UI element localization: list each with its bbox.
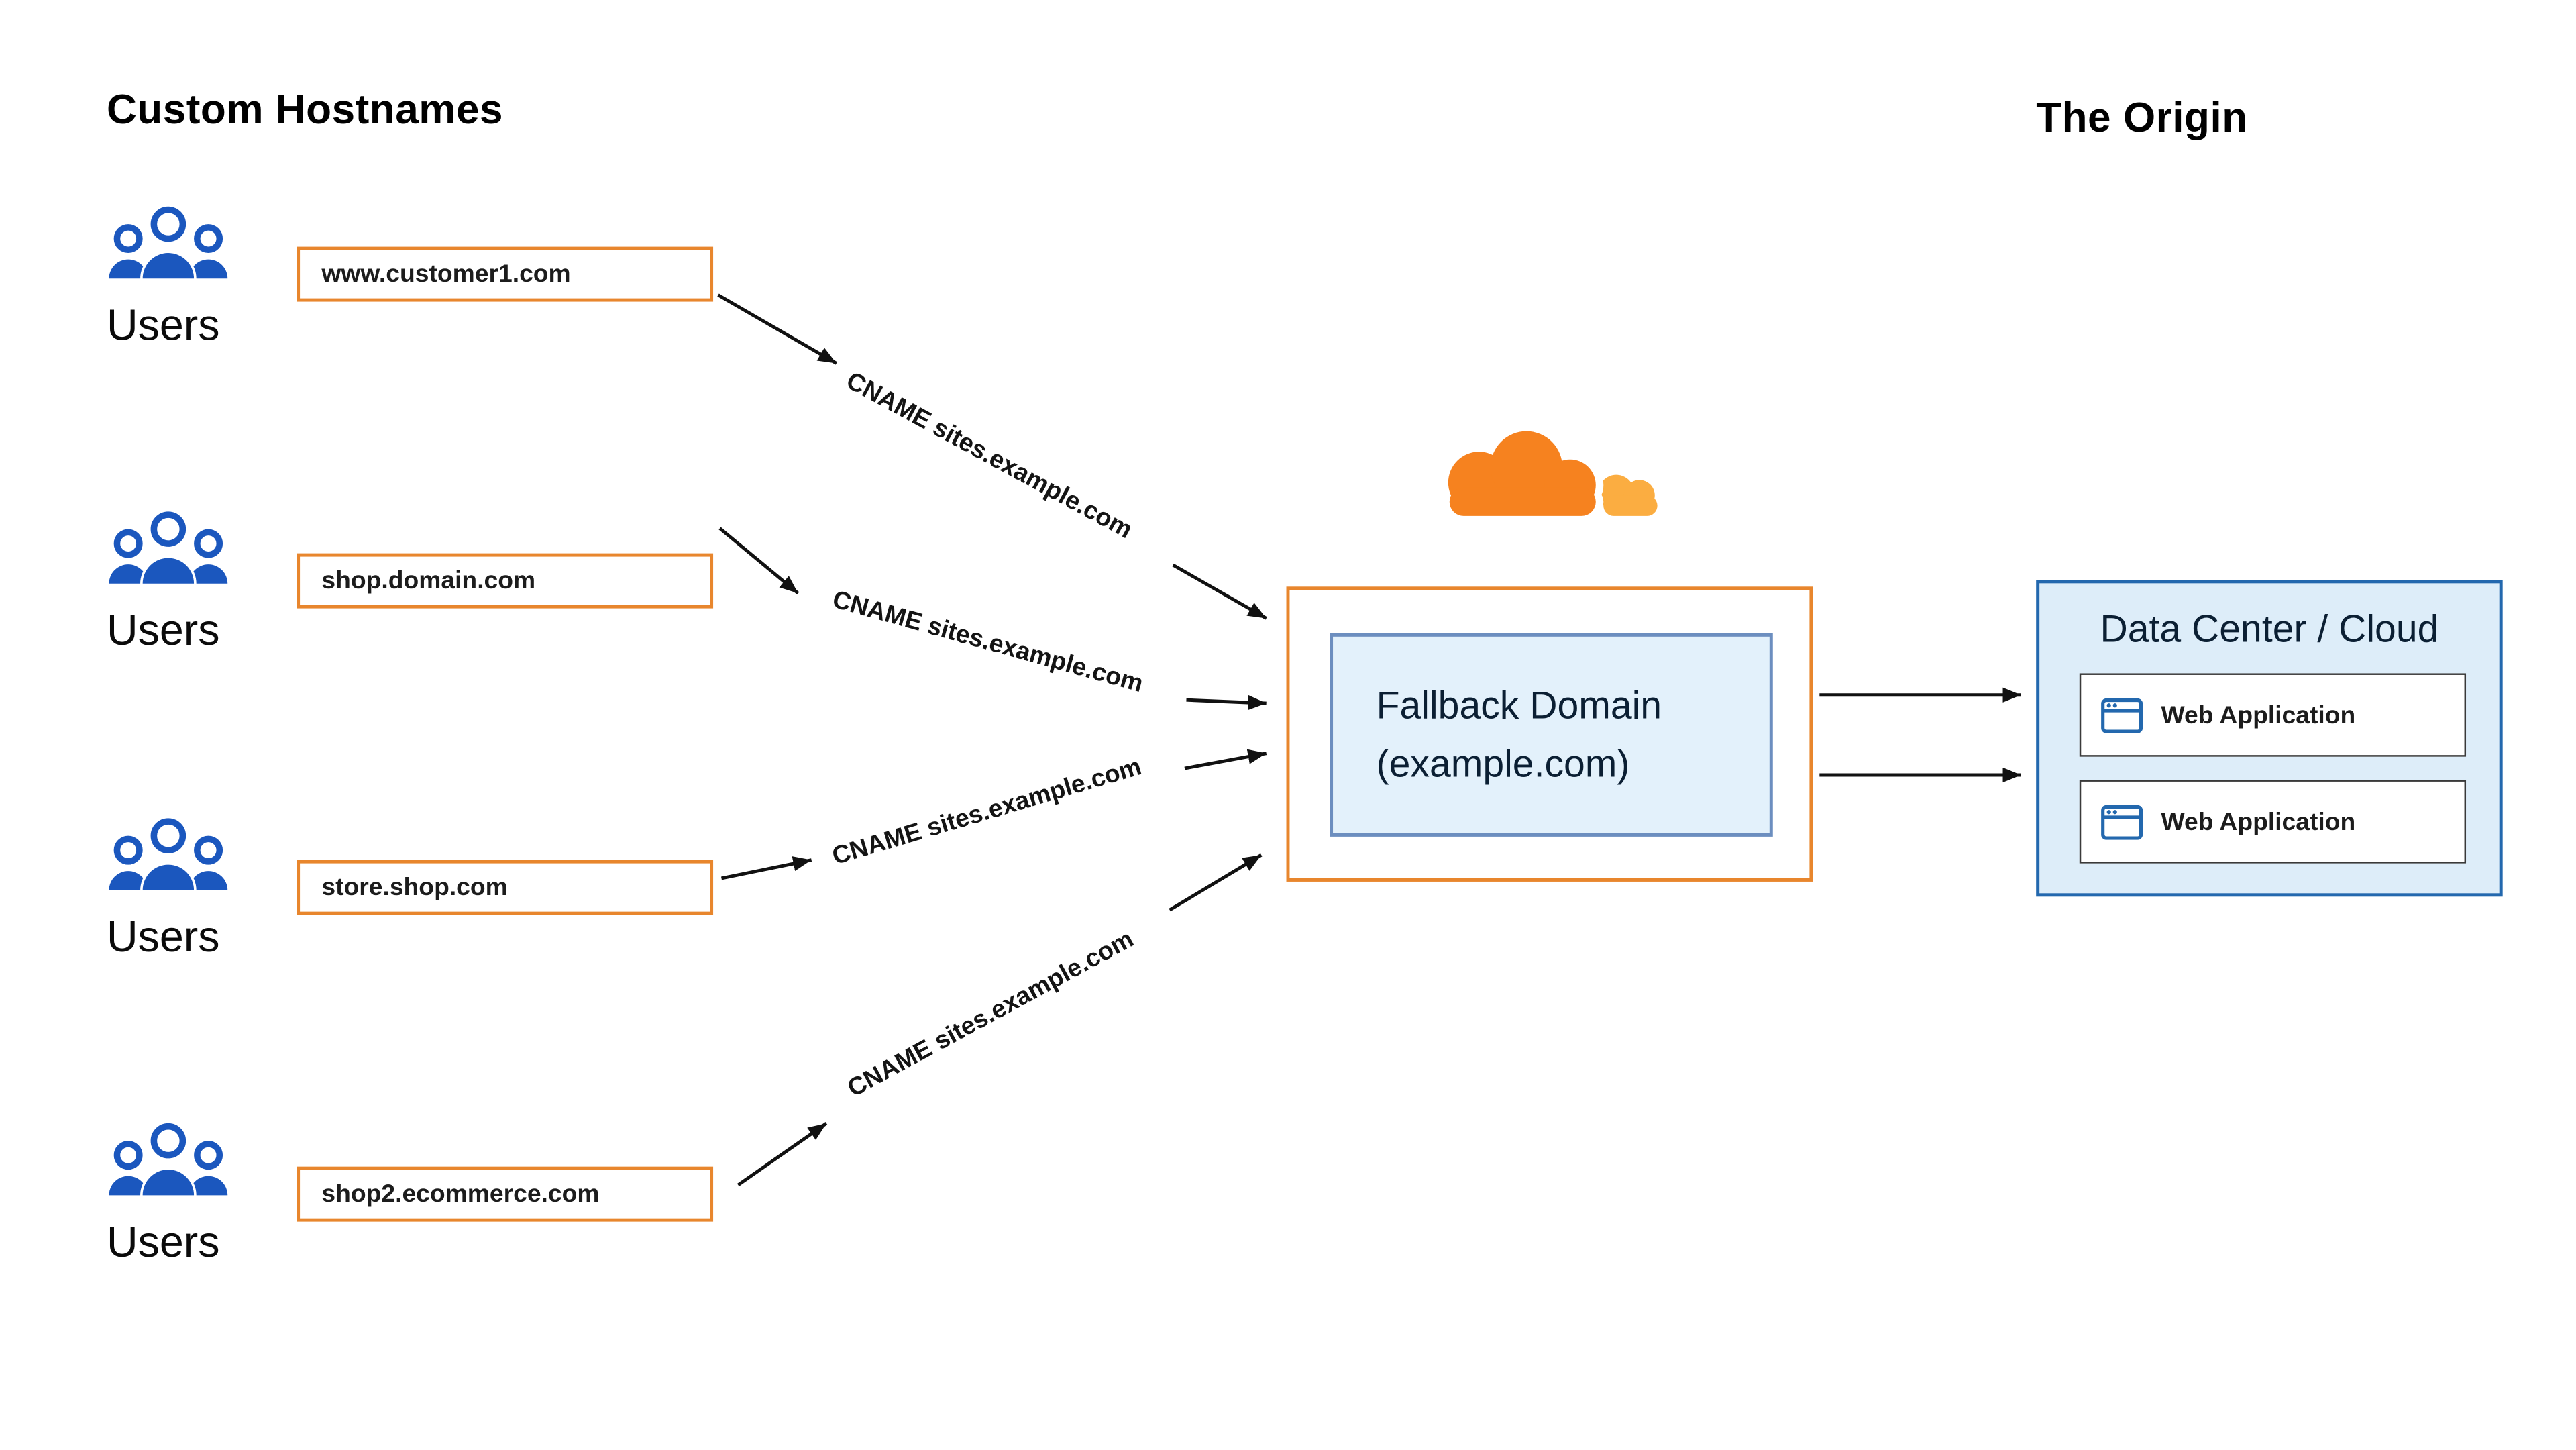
hostname-label: www.customer1.com: [321, 260, 571, 289]
users-label: Users: [106, 605, 220, 656]
users-icon: [109, 818, 228, 893]
hostname-box-store-shop: store.shop.com: [297, 860, 714, 915]
hostname-box-shop-domain: shop.domain.com: [297, 553, 714, 609]
fallback-domain-box: Fallback Domain (example.com): [1330, 633, 1773, 837]
cloudflare-zone-box: Fallback Domain (example.com): [1286, 586, 1813, 882]
users-icon: [109, 511, 228, 586]
origin-title: The Origin: [2036, 95, 2248, 142]
user-group-3: Users: [107, 815, 307, 964]
hostname-box-shop2-ecommerce: shop2.ecommerce.com: [297, 1166, 714, 1222]
users-icon: [109, 1123, 228, 1198]
cname-label-4: CNAME sites.example.com: [843, 925, 1139, 1104]
cloudflare-logo-icon: [1421, 413, 1678, 547]
cname-label-1: CNAME sites.example.com: [841, 366, 1137, 545]
fallback-domain-line1: Fallback Domain: [1376, 683, 1662, 727]
users-label: Users: [106, 300, 220, 350]
user-group-4: Users: [107, 1120, 307, 1268]
user-group-2: Users: [107, 509, 307, 657]
users-label: Users: [106, 1216, 220, 1267]
custom-hostnames-title: Custom Hostnames: [106, 87, 504, 134]
data-center-title: Data Center / Cloud: [2100, 607, 2439, 650]
user-group-1: Users: [107, 203, 307, 352]
users-label: Users: [106, 911, 220, 962]
hostname-label: shop.domain.com: [321, 566, 536, 595]
web-application-box-1: Web Application: [2079, 673, 2467, 757]
hostname-box-customer1: www.customer1.com: [297, 246, 714, 302]
hostname-label: shop2.ecommerce.com: [321, 1180, 600, 1208]
web-application-label: Web Application: [2161, 807, 2356, 836]
web-application-box-2: Web Application: [2079, 780, 2467, 864]
users-icon: [109, 206, 228, 281]
browser-window-icon: [2101, 804, 2143, 839]
hostname-label: store.shop.com: [321, 873, 508, 902]
cname-label-3: CNAME sites.example.com: [828, 752, 1145, 872]
cname-label-2: CNAME sites.example.com: [829, 585, 1146, 699]
web-application-label: Web Application: [2161, 701, 2356, 729]
data-center-box: Data Center / Cloud Web Application Web …: [2036, 580, 2503, 897]
fallback-domain-line2: (example.com): [1376, 741, 1630, 784]
browser-window-icon: [2101, 697, 2143, 733]
